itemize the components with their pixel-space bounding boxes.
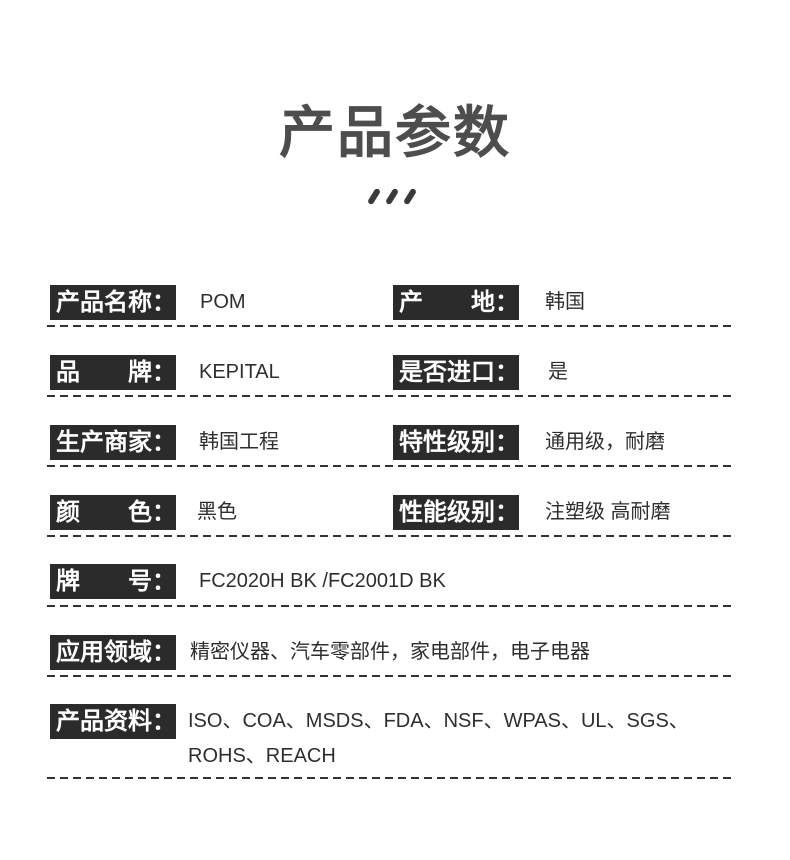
page-title: 产品参数 — [279, 101, 511, 164]
param-label: 牌 号： — [50, 564, 176, 599]
param-label: 应用领域： — [50, 635, 176, 670]
param-label: 产 地： — [393, 285, 519, 320]
param-value: 黑色 — [197, 501, 237, 523]
param-label: 生产商家： — [50, 425, 176, 460]
divider — [47, 395, 735, 397]
triple-slash-icon — [365, 186, 425, 208]
param-value: POM — [200, 291, 246, 313]
slash-mark — [402, 187, 418, 206]
param-value: 韩国 — [545, 291, 585, 313]
param-label: 性能级别： — [393, 495, 519, 530]
divider — [47, 325, 735, 327]
param-label: 颜 色： — [50, 495, 176, 530]
param-value: ISO、COA、MSDS、FDA、NSF、WPAS、UL、SGS、ROHS、RE… — [188, 710, 689, 767]
param-label: 产品名称： — [50, 285, 176, 320]
param-value: FC2020H BK /FC2001D BK — [199, 570, 446, 592]
slash-mark — [366, 187, 382, 206]
divider — [47, 777, 735, 779]
param-value: 注塑级 高耐磨 — [545, 501, 671, 523]
param-value: 精密仪器、汽车零部件，家电部件，电子电器 — [190, 641, 590, 663]
divider — [47, 675, 735, 677]
param-value: 是 — [548, 361, 568, 383]
divider — [47, 535, 735, 537]
divider — [47, 605, 735, 607]
divider — [47, 465, 735, 467]
param-label: 产品资料： — [50, 704, 176, 739]
param-label: 特性级别： — [393, 425, 519, 460]
param-label: 品 牌： — [50, 355, 176, 390]
slash-mark — [384, 187, 400, 206]
param-value: 通用级，耐磨 — [545, 431, 665, 453]
param-label: 是否进口： — [393, 355, 519, 390]
param-value: 韩国工程 — [199, 431, 279, 453]
param-value: KEPITAL — [199, 361, 280, 383]
